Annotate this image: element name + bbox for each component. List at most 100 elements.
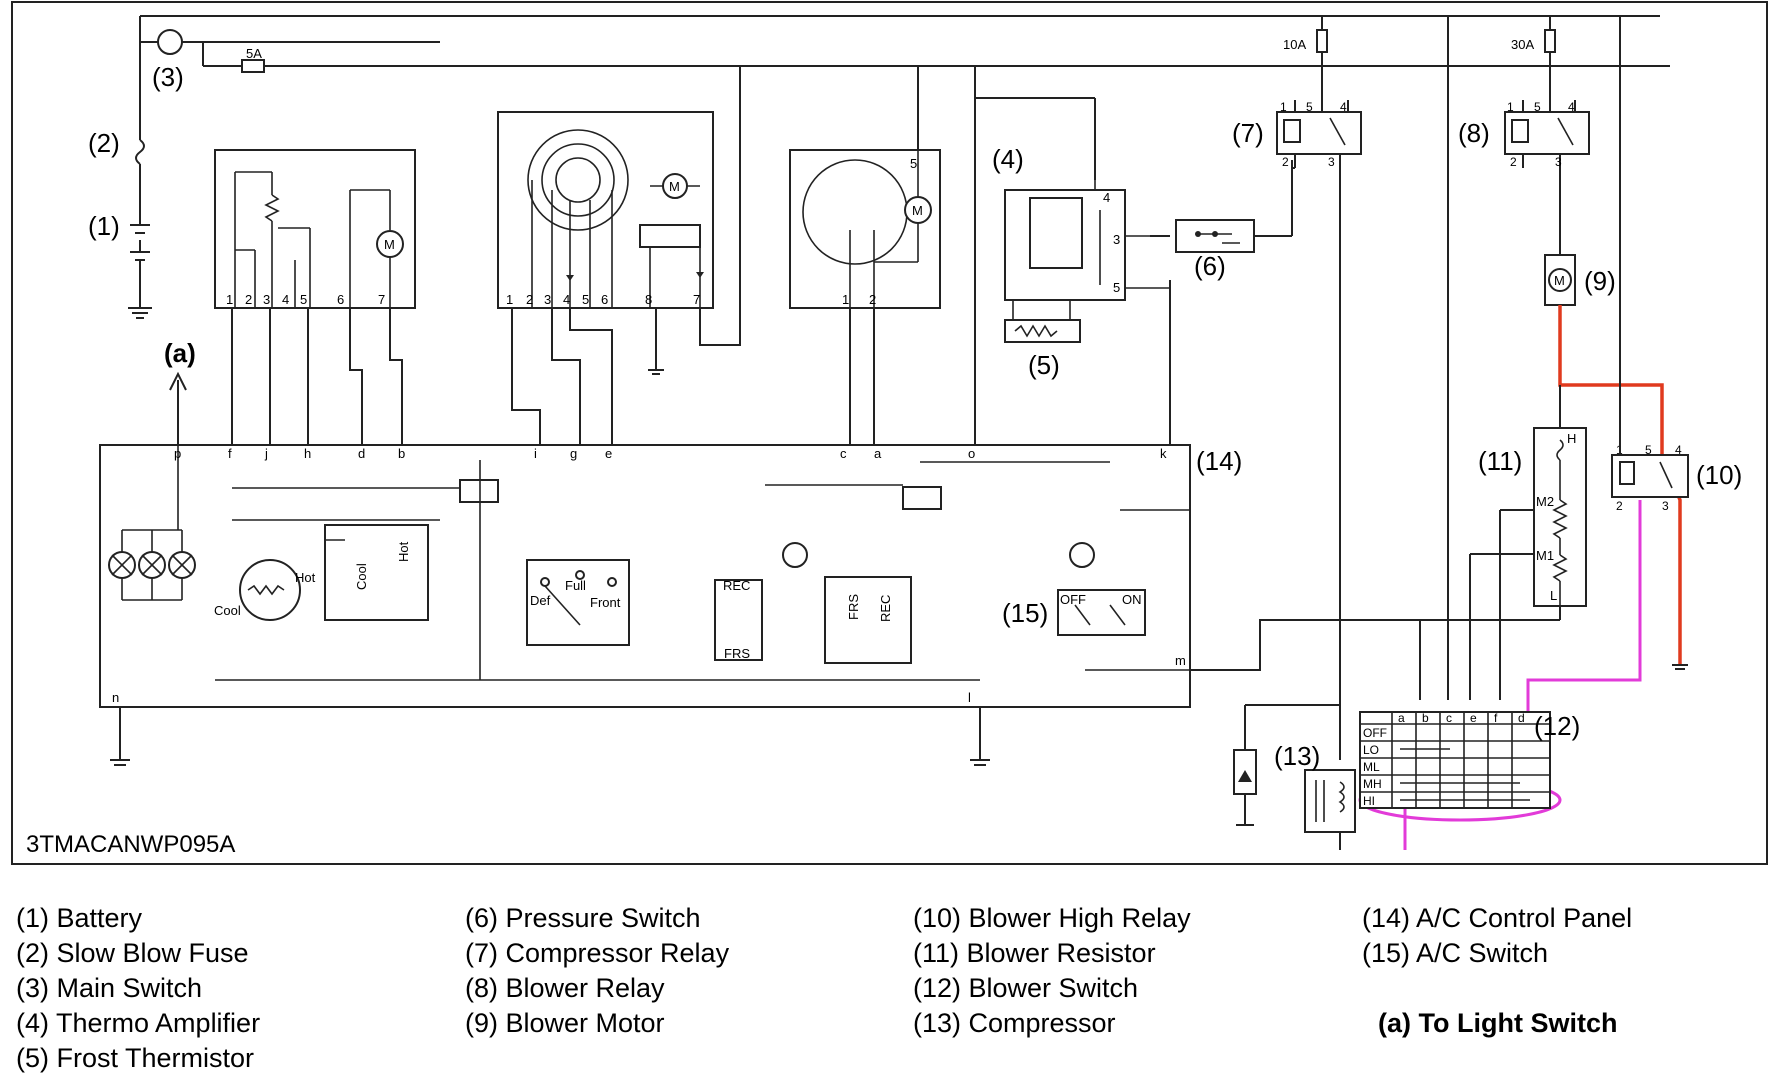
callout-1: (1) [88,211,120,241]
fuse-main-label: 5A [246,46,262,61]
compressor-relay [1276,100,1362,700]
pin-label: 6 [601,292,608,307]
pin-label: 1 [1507,100,1514,114]
hot-label: Hot [396,541,411,562]
pin-label: 4 [1568,100,1575,114]
switch-col: a [1398,711,1405,725]
pin-label: 3 [1662,499,1669,513]
harness-wires [119,16,1621,760]
terminal-label: j [264,446,268,461]
legend-item: (1) Battery [16,903,143,933]
on-label: ON [1122,592,1142,607]
legend-item: (7) Compressor Relay [465,938,730,968]
callout-4: (4) [992,144,1024,174]
terminal-label: n [112,690,119,705]
def-label: Def [530,593,551,608]
pin-label: 4 [1103,190,1110,205]
pin-label: 5 [1534,100,1541,114]
blower-motor: M [1544,254,1576,306]
pin-label: 6 [337,292,344,307]
cool-label: Cool [354,563,369,590]
legend-item: (4) Thermo Amplifier [16,1008,261,1038]
callout-13: (13) [1274,741,1320,771]
legend-note: (a) To Light Switch [1378,1008,1618,1038]
switch-row: OFF [1363,726,1387,740]
legend-item: (13) Compressor [913,1008,1116,1038]
diagram-code: 3TMACANWP095A [26,831,235,858]
rec-rot-label: REC [878,595,893,622]
blower-high-relay [1611,454,1689,498]
legend-item: (3) Main Switch [16,973,203,1003]
pin-label: 1 [842,292,849,307]
full-label: Full [565,578,586,593]
callout-2: (2) [88,128,120,158]
switch-row: MH [1363,777,1382,791]
pin-label: 1 [506,292,513,307]
thermo-wires [975,97,1171,390]
terminal-label: l [968,690,971,705]
pin-label: 4 [1675,443,1682,457]
legend-item: (5) Frost Thermistor [16,1043,255,1073]
ground-symbol [1672,664,1688,670]
fuse-10a-label: 10A [1283,37,1306,52]
terminal-label: m [1175,653,1186,668]
switch-col: e [1470,711,1477,725]
terminal-label: f [228,446,232,461]
front-label: Front [590,595,621,610]
pin-label: 5 [582,292,589,307]
callout-a: (a) [164,338,196,368]
frs-label: FRS [724,646,750,661]
pin-label: 5 [300,292,307,307]
motor-label: M [1554,273,1565,288]
pin-label: 2 [1510,155,1517,169]
ground-symbols [110,308,990,766]
motor-label: M [384,237,395,252]
frs-rot-label: FRS [846,594,861,620]
callout-6: (6) [1194,251,1226,281]
pin-label: 1 [226,292,233,307]
terminal-label: e [605,446,612,461]
rec-label: REC [723,578,750,593]
switch-col: b [1422,711,1429,725]
motor-label: M [669,179,680,194]
relay-fuses [1316,16,1556,100]
pressure-switch [1175,160,1293,253]
pin-label: 3 [263,292,270,307]
switch-row: LO [1363,743,1379,757]
blower-relay [1504,100,1590,255]
blower-resistor [1419,385,1587,700]
legend-item: (8) Blower Relay [465,973,665,1003]
blower-switch [1359,711,1551,809]
legend-item: (11) Blower Resistor [913,938,1156,968]
switch-row-labels: OFF LO ML MH HI [1363,726,1387,808]
legend-item: (6) Pressure Switch [465,903,701,933]
terminal-label: p [174,446,181,461]
pin-label: 3 [544,292,551,307]
callout-14: (14) [1196,446,1242,476]
legend-item: (2) Slow Blow Fuse [16,938,249,968]
callout-9: (9) [1584,266,1616,296]
pin-label: 4 [1340,100,1347,114]
switch-col-labels: a b c e f d [1398,711,1525,725]
terminal-label: k [1160,446,1167,461]
callout-8: (8) [1458,118,1490,148]
switch-col: c [1446,711,1452,725]
pin-label: 2 [526,292,533,307]
ac-control-panel [99,444,1191,708]
terminal-label: a [874,446,882,461]
legend: (1) Battery (2) Slow Blow Fuse (3) Main … [0,868,1769,1084]
switch-row: ML [1363,760,1380,774]
pin-label: 2 [1616,499,1623,513]
pin-label: 2 [1282,155,1289,169]
legend-item: (12) Blower Switch [913,973,1139,1003]
temperature-actuator [214,149,416,309]
callout-11: (11) [1478,446,1522,476]
panel-terminals: p f j h d b i g e c a o k n l m [112,446,1186,705]
highlight-red-wire [1558,305,1682,665]
recirc-actuator [789,149,941,309]
pin-label: 4 [282,292,289,307]
fuse-30a-label: 30A [1511,37,1534,52]
motor-label: M [912,203,923,218]
switch-row: HI [1363,794,1375,808]
pin-label: 3 [1328,155,1335,169]
